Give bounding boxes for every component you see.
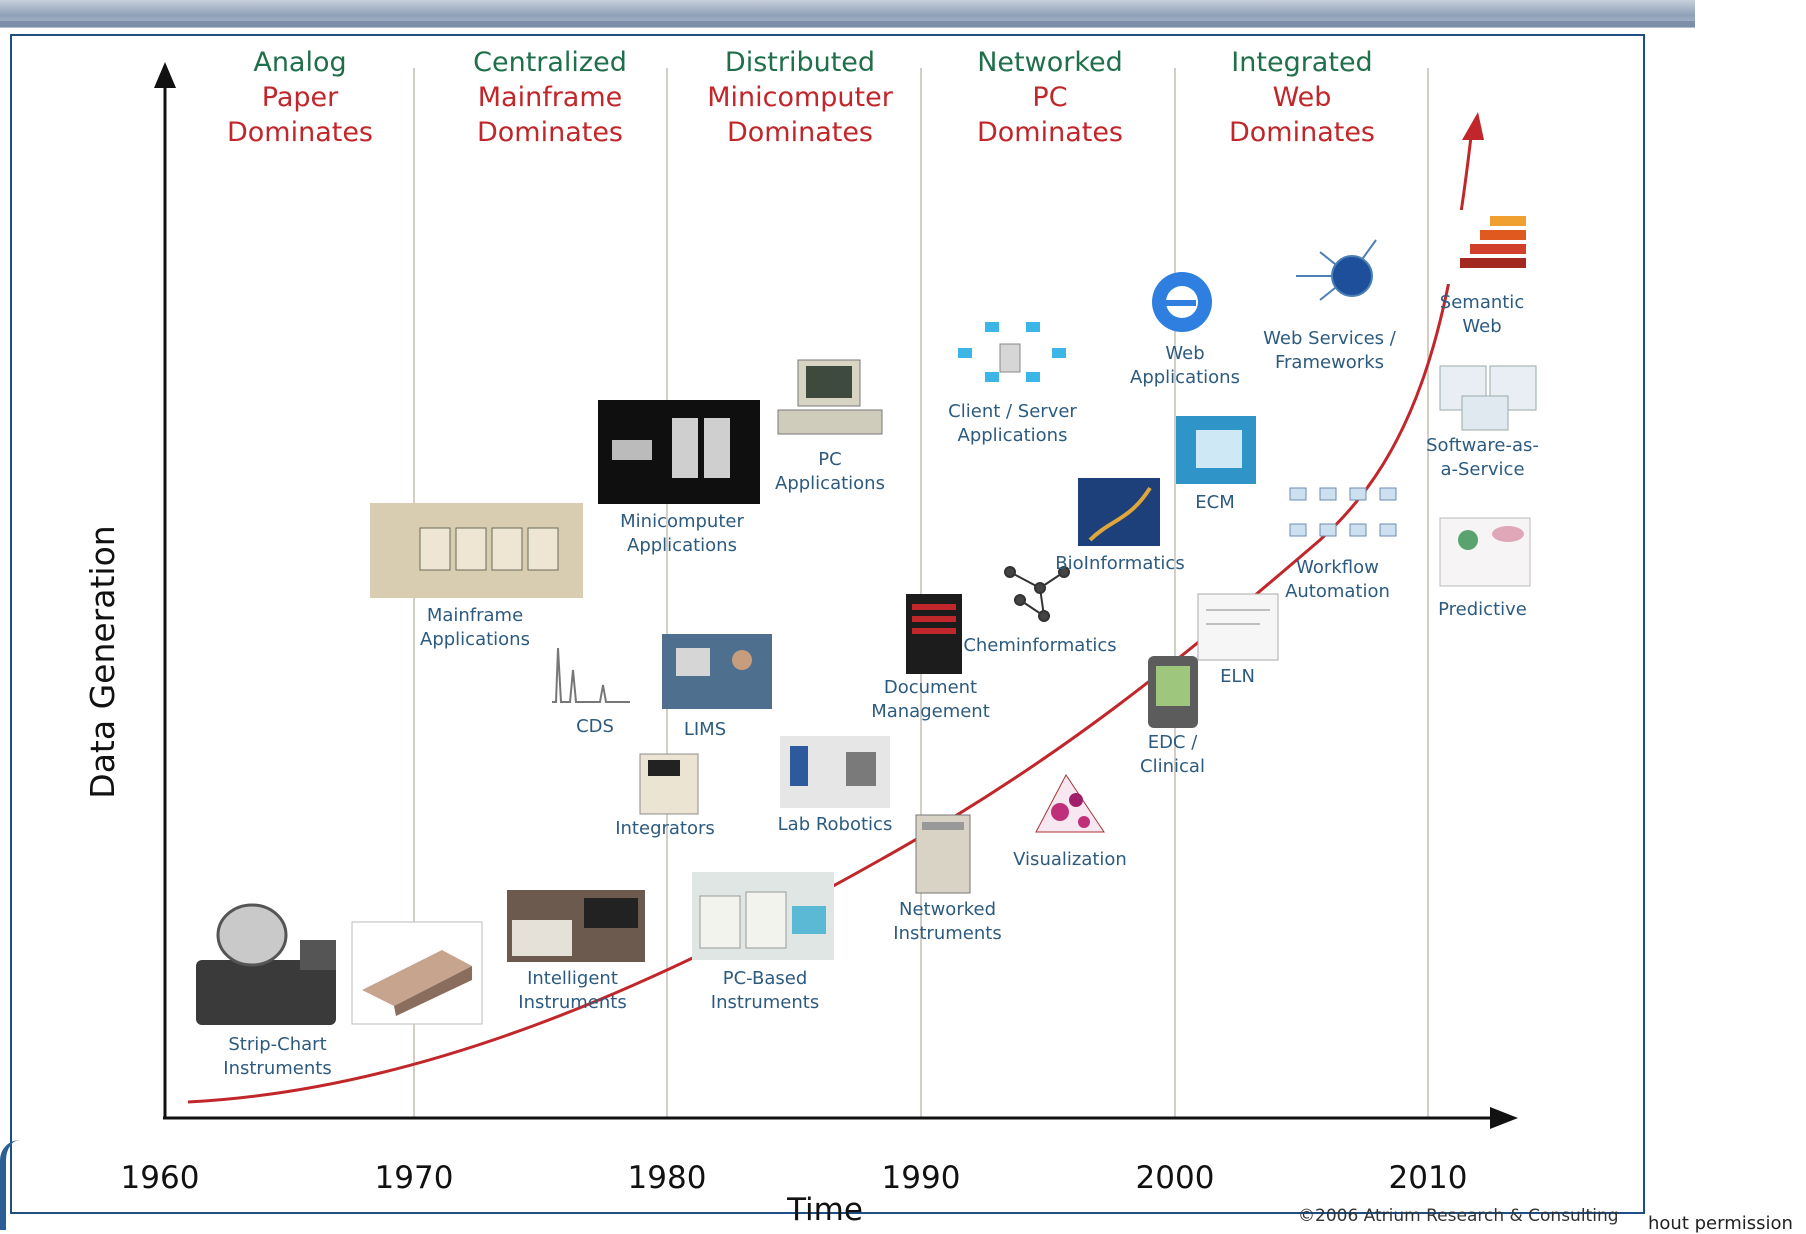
label-cds: CDS xyxy=(576,716,614,737)
label-eln: ELN xyxy=(1220,666,1255,687)
label-pc-applications: PC Applications xyxy=(775,449,885,494)
label-web-services: Web Services / Frameworks xyxy=(1263,328,1396,373)
eln-image xyxy=(1197,593,1279,661)
label-intelligent-instruments: Intelligent Instruments xyxy=(518,968,627,1013)
x-tick-2000: 2000 xyxy=(1135,1160,1215,1196)
edc-pda-image xyxy=(1148,656,1198,728)
lab-robotics-image xyxy=(780,736,890,808)
ecm-image xyxy=(1176,416,1256,484)
label-workflow-automation: Workflow Automation xyxy=(1285,557,1390,602)
networked-instrument-image xyxy=(915,814,971,894)
bioinformatics-image xyxy=(1078,478,1160,546)
decade-line-2000 xyxy=(1174,68,1176,1118)
label-pc-based-instruments: PC-Based Instruments xyxy=(710,968,820,1013)
label-integrators: Integrators xyxy=(615,818,715,839)
integrators-image xyxy=(639,753,699,815)
semantic-web-image xyxy=(1440,210,1532,284)
growth-curve-arrowhead xyxy=(1462,112,1484,140)
minicomputer-image xyxy=(598,400,760,504)
label-predictive: Predictive xyxy=(1438,599,1527,620)
decade-line-1990 xyxy=(920,68,922,1118)
label-ecm: ECM xyxy=(1195,492,1235,513)
x-tick-1970: 1970 xyxy=(374,1160,454,1196)
decade-line-2010 xyxy=(1427,68,1429,1118)
label-mainframe-applications: Mainframe Applications xyxy=(420,605,530,650)
label-cheminformatics: Cheminformatics xyxy=(963,635,1117,656)
label-web-applications: Web Applications xyxy=(1130,343,1240,388)
printer-image xyxy=(351,921,483,1025)
label-document-management: Document Management xyxy=(871,677,990,722)
truncated-footer-text: hout permission xyxy=(1648,1213,1793,1234)
x-tick-1990: 1990 xyxy=(881,1160,961,1196)
predictive-image xyxy=(1439,517,1531,587)
x-axis-arrow xyxy=(1490,1107,1518,1129)
visualization-image xyxy=(1035,774,1105,833)
cheminformatics-molecule-image xyxy=(1004,566,1070,622)
slide-logo-swoosh xyxy=(0,1140,22,1230)
pc-based-instruments-image xyxy=(692,872,834,960)
intelligent-instruments-image xyxy=(507,890,645,962)
lims-image xyxy=(662,634,772,709)
label-lims: LIMS xyxy=(683,719,727,740)
header-bar-stripe xyxy=(0,21,1695,27)
decade-line-1980 xyxy=(666,68,668,1118)
label-visualization: Visualization xyxy=(1013,849,1127,870)
label-bioinformatics: BioInformatics xyxy=(1055,553,1185,574)
growth-curve xyxy=(187,127,1474,1104)
label-edc-clinical: EDC / Clinical xyxy=(1140,732,1205,777)
x-tick-2010: 2010 xyxy=(1388,1160,1468,1196)
x-tick-1960: 1960 xyxy=(120,1160,200,1196)
y-axis-arrow xyxy=(154,62,176,88)
label-lab-robotics: Lab Robotics xyxy=(777,814,893,835)
strip-chart-image xyxy=(196,903,336,1025)
x-axis-title: Time xyxy=(787,1192,863,1228)
label-semantic-web: Semantic Web xyxy=(1439,292,1525,337)
saas-image xyxy=(1439,365,1537,431)
label-networked-instruments: Networked Instruments xyxy=(893,899,1002,944)
label-strip-chart: Strip-Chart Instruments xyxy=(223,1034,332,1079)
label-software-as-a-service: Software-as-a-Service xyxy=(1426,435,1539,480)
web-services-image xyxy=(1296,239,1377,301)
workflow-image xyxy=(1289,487,1397,537)
copyright-text: ©2006 Atrium Research & Consulting xyxy=(1298,1206,1619,1226)
client-server-image xyxy=(958,322,1066,382)
pc-image xyxy=(777,359,883,435)
document-management-image xyxy=(906,594,962,674)
mainframe-image xyxy=(370,503,583,598)
cds-chromatogram-image xyxy=(552,647,630,703)
web-browser-logo-image xyxy=(1152,272,1212,332)
label-client-server: Client / Server Applications xyxy=(948,401,1077,446)
x-tick-1980: 1980 xyxy=(627,1160,707,1196)
label-minicomputer-applications: Minicomputer Applications xyxy=(620,511,744,556)
